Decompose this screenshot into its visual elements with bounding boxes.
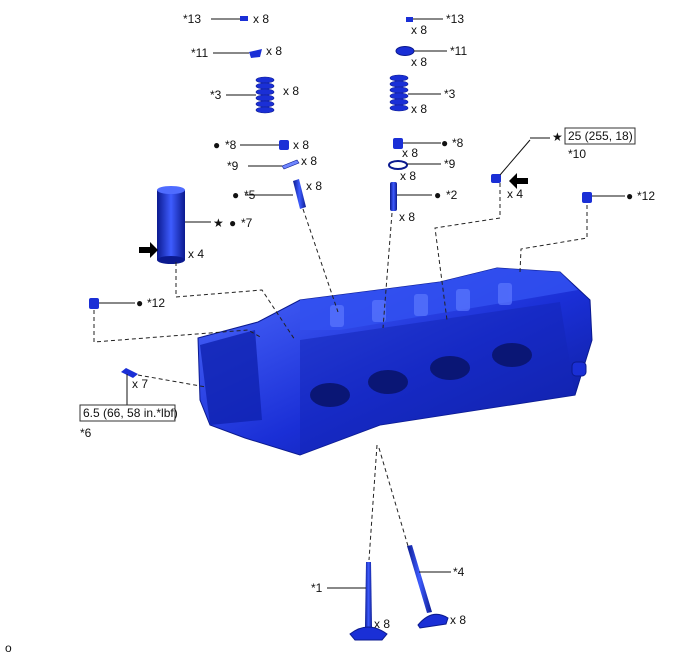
callout-1: *1 xyxy=(311,581,323,595)
callout-12-left: *12 xyxy=(147,296,165,310)
valve-stem-seal-left-part xyxy=(279,140,289,150)
spring-seat-left-part xyxy=(281,159,300,170)
callout-5: *5 xyxy=(244,188,256,202)
callout-4: *4 xyxy=(453,565,465,579)
qty-10: x 4 xyxy=(507,187,523,201)
figure-code: o xyxy=(5,641,12,655)
install-direction-arrow-right xyxy=(509,173,528,189)
callout-11-right: *11 xyxy=(450,44,467,58)
injector-sleeve-part xyxy=(157,186,185,264)
callout-8-left: *8 xyxy=(225,138,237,152)
valve-guide-bush-right-part xyxy=(390,182,397,211)
torque-6: 6.5 (66, 58 in.*lbf) xyxy=(83,406,178,420)
callout-8-right: *8 xyxy=(452,136,464,150)
dot-7: ● xyxy=(229,216,236,230)
callout-9-right: *9 xyxy=(444,157,456,171)
qty-8-right: x 8 xyxy=(402,146,418,160)
installation-paths xyxy=(93,183,588,561)
torque-10: 25 (255, 18) xyxy=(568,129,633,143)
dot-8-left: ● xyxy=(213,138,220,152)
qty-5: x 8 xyxy=(306,179,322,193)
qty-8-left: x 8 xyxy=(293,138,309,152)
star-7: ★ xyxy=(213,216,224,230)
stud-bolt-right-part xyxy=(582,192,592,203)
dot-2: ● xyxy=(434,188,441,202)
qty-1: x 8 xyxy=(374,617,390,631)
callout-2: *2 xyxy=(446,188,458,202)
star-10: ★ xyxy=(552,130,563,144)
qty-2: x 8 xyxy=(399,210,415,224)
torque-box-6 xyxy=(79,404,176,422)
install-direction-arrow-left xyxy=(139,242,158,258)
qty-11-right: x 8 xyxy=(411,55,427,69)
callout-7: *7 xyxy=(241,216,253,230)
qty-4: x 8 xyxy=(450,613,466,627)
dot-12-right: ● xyxy=(626,189,633,203)
callout-3-left: *3 xyxy=(210,88,222,102)
valve-spring-left-part xyxy=(255,76,275,114)
callout-13-left: *13 xyxy=(183,12,201,26)
retainer-lock-right-part xyxy=(406,17,413,22)
spring-seat-right-part xyxy=(388,160,408,170)
torque-box-10 xyxy=(564,127,636,145)
qty-7-sleeve: x 4 xyxy=(188,247,204,261)
exhaust-valve-part xyxy=(407,545,449,629)
callout-6: *6 xyxy=(80,426,92,440)
spring-retainer-left-part xyxy=(249,49,262,58)
callout-3-right: *3 xyxy=(444,87,456,101)
stud-bolt-left-part xyxy=(89,298,99,309)
dot-5: ● xyxy=(232,188,239,202)
valve-stem-seal-right-part xyxy=(393,138,403,149)
callout-11-left: *11 xyxy=(191,46,208,60)
qty-11-left: x 8 xyxy=(266,44,282,58)
leader-lines xyxy=(99,18,625,589)
callout-9-left: *9 xyxy=(227,159,239,173)
qty-3-right: x 8 xyxy=(411,102,427,116)
qty-9-left: x 8 xyxy=(301,154,317,168)
dot-8-right: ● xyxy=(441,136,448,150)
callout-10: *10 xyxy=(568,147,586,161)
dot-12-left: ● xyxy=(136,296,143,310)
callout-12-right: *12 xyxy=(637,189,655,203)
valve-spring-right-part xyxy=(389,74,409,112)
qty-6: x 7 xyxy=(132,377,148,391)
valve-guide-bush-left-part xyxy=(293,179,306,209)
qty-9-right: x 8 xyxy=(400,169,416,183)
cylinder-head xyxy=(197,267,593,456)
stud-part xyxy=(121,368,138,378)
qty-3-left: x 8 xyxy=(283,84,299,98)
plug-part xyxy=(491,174,501,183)
qty-13-right: x 8 xyxy=(411,23,427,37)
labels: *13 x 8 *13 x 8 *11 x 8 *11 x 8 *3 x 8 *… xyxy=(5,12,655,655)
callout-13-right: *13 xyxy=(446,12,464,26)
retainer-lock-left-part xyxy=(240,16,248,21)
qty-13-left: x 8 xyxy=(253,12,269,26)
intake-valve-part xyxy=(349,562,388,641)
